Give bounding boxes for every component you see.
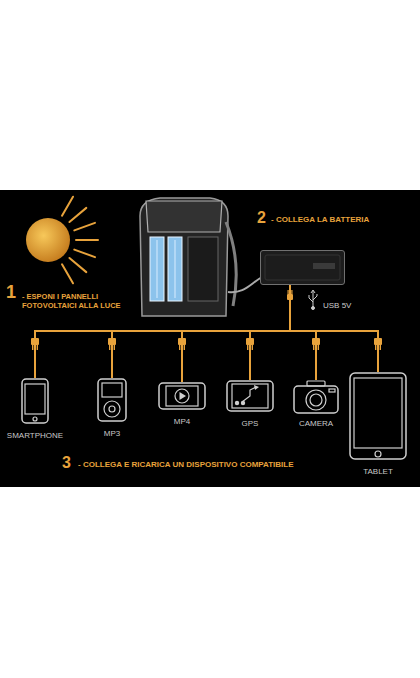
camera-icon: CAMERA <box>291 380 341 429</box>
device-label: TABLET <box>347 468 409 477</box>
charging-wire <box>182 285 290 382</box>
black-band <box>0 190 420 487</box>
battery-pack: USB 5V <box>260 250 345 285</box>
callout-number: 3 <box>62 454 71 472</box>
gps-icon <box>226 380 274 412</box>
solar-panel <box>168 237 182 301</box>
plug-symbol <box>31 338 39 350</box>
device-label: MP4 <box>156 418 208 427</box>
camera-icon <box>293 380 339 414</box>
sun-ray <box>69 258 86 272</box>
port-label: USB 5V <box>323 302 351 310</box>
sun-disc <box>26 218 70 262</box>
cable <box>228 277 262 292</box>
mp4-player-icon <box>158 382 206 410</box>
backpack-body <box>140 198 228 316</box>
smartphone-icon <box>21 378 49 424</box>
device-label: MP3 <box>95 430 129 439</box>
step-text: - COLLEGA E RICARICA UN DISPOSITIVO COMP… <box>78 460 294 469</box>
smartphone-icon: SMARTPHONE <box>5 378 66 441</box>
plug-symbol <box>374 338 382 350</box>
charging-wire <box>290 285 316 380</box>
plug-symbol <box>108 338 116 350</box>
plug-symbol <box>246 338 254 350</box>
plug-symbol <box>178 338 186 350</box>
device-label: CAMERA <box>291 420 341 429</box>
plug-symbol <box>287 290 293 300</box>
sun-ray <box>62 264 73 283</box>
mp3-player-icon <box>97 378 127 422</box>
gps-icon: GPS <box>224 380 276 429</box>
sun-ray <box>69 208 86 222</box>
solar-panel <box>150 237 164 301</box>
sun-ray <box>74 223 95 231</box>
backpack <box>140 198 262 316</box>
tablet-icon: TABLET <box>347 372 409 477</box>
device-label: GPS <box>224 420 276 429</box>
backpack-strap <box>226 222 236 306</box>
panel-line <box>175 240 176 298</box>
backpack-flap <box>146 201 222 232</box>
callout-number: 2 <box>257 209 266 227</box>
battery-detail <box>261 251 344 284</box>
usb-symbol <box>309 290 317 310</box>
backpack-side <box>188 237 218 301</box>
mp3-player-icon: MP3 <box>95 378 129 439</box>
sun-ray <box>74 250 95 258</box>
charging-wire <box>250 285 290 380</box>
callout-number: 1 <box>6 282 16 303</box>
device-label: SMARTPHONE <box>5 432 66 441</box>
charging-wire <box>290 285 378 372</box>
mp4-player-icon: MP4 <box>156 382 208 427</box>
panel-line <box>157 240 158 298</box>
step-text: - COLLEGA LA BATTERIA <box>271 215 369 224</box>
tablet-icon <box>349 372 407 460</box>
sun-ray <box>76 239 98 241</box>
sun <box>26 197 98 284</box>
plug-symbol <box>312 338 320 350</box>
sun-ray <box>62 197 73 216</box>
step-text: - ESPONI I PANNELLI FOTOVOLTAICI ALLA LU… <box>22 293 134 310</box>
